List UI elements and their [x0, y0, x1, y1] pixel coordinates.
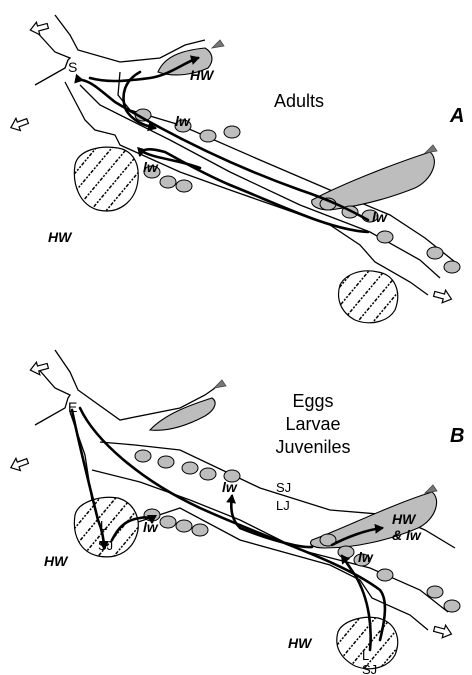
pool: [377, 569, 393, 581]
site-label: S: [68, 59, 77, 75]
pool: [158, 456, 174, 468]
stage-title-line: Eggs: [292, 391, 333, 411]
pool: [444, 261, 460, 273]
stage-label: lw: [143, 519, 159, 535]
pool: [176, 180, 192, 192]
flow-arrow-icon: [433, 288, 454, 305]
stage-label: lw: [372, 209, 388, 225]
pool: [135, 450, 151, 462]
stage-label: & lw: [392, 527, 422, 543]
river-bank: [35, 365, 70, 425]
stage-label: lw: [358, 549, 374, 565]
site-label: SJ: [362, 662, 377, 675]
river-bank: [35, 30, 70, 85]
site-label: L: [362, 648, 369, 663]
site-label: L: [100, 518, 107, 533]
site-label: LJ: [276, 498, 290, 513]
panel-letter: A: [449, 105, 464, 127]
inflow-arrow-icon: [425, 485, 437, 493]
flow-arrow-icon: [8, 115, 29, 133]
pool: [427, 586, 443, 598]
site-label: SJ: [98, 538, 113, 553]
stage-label: HW: [288, 635, 313, 651]
stage-label: HW: [190, 67, 215, 83]
stage-label: lw: [143, 159, 159, 175]
pool: [224, 126, 240, 138]
stage-label: HW: [392, 511, 417, 527]
stage-label: lw: [222, 479, 238, 495]
flow-arrow-icon: [29, 360, 50, 377]
pool: [427, 247, 443, 259]
pool: [192, 524, 208, 536]
pool: [338, 546, 354, 558]
pool: [200, 468, 216, 480]
pool: [377, 231, 393, 243]
pool: [444, 600, 460, 612]
stage-title-line: Juveniles: [275, 437, 350, 457]
stage-label: lw: [175, 113, 191, 129]
panel-letter: B: [450, 425, 464, 447]
stage-title: Adults: [274, 91, 324, 111]
pool-group: [135, 109, 460, 273]
inflow-arrow-icon: [212, 40, 224, 48]
stage-label: HW: [48, 229, 73, 245]
pool: [182, 462, 198, 474]
site-label: SJ: [276, 480, 291, 495]
flow-arrow-icon: [8, 455, 29, 473]
panel-b: E L SJ SJ LJ L SJ lw lw HW & lw lw HW HW…: [8, 350, 464, 675]
spawning-area-bottom: [339, 271, 398, 323]
pool: [200, 130, 216, 142]
pool: [176, 520, 192, 532]
flow-arrow-icon: [29, 20, 50, 37]
pool: [160, 176, 176, 188]
spawning-area-left: [74, 147, 138, 211]
stage-title-line: Larvae: [285, 414, 340, 434]
stage-label: HW: [44, 553, 69, 569]
inflow-arrow-icon: [214, 380, 226, 388]
winter-habitat-upper: [150, 398, 215, 430]
flow-arrow-icon: [433, 623, 454, 640]
panel-a: S HW lw lw lw HW Adults A: [8, 15, 464, 323]
site-label: E: [68, 399, 77, 415]
pool: [160, 516, 176, 528]
inflow-arrow-icon: [425, 145, 437, 153]
